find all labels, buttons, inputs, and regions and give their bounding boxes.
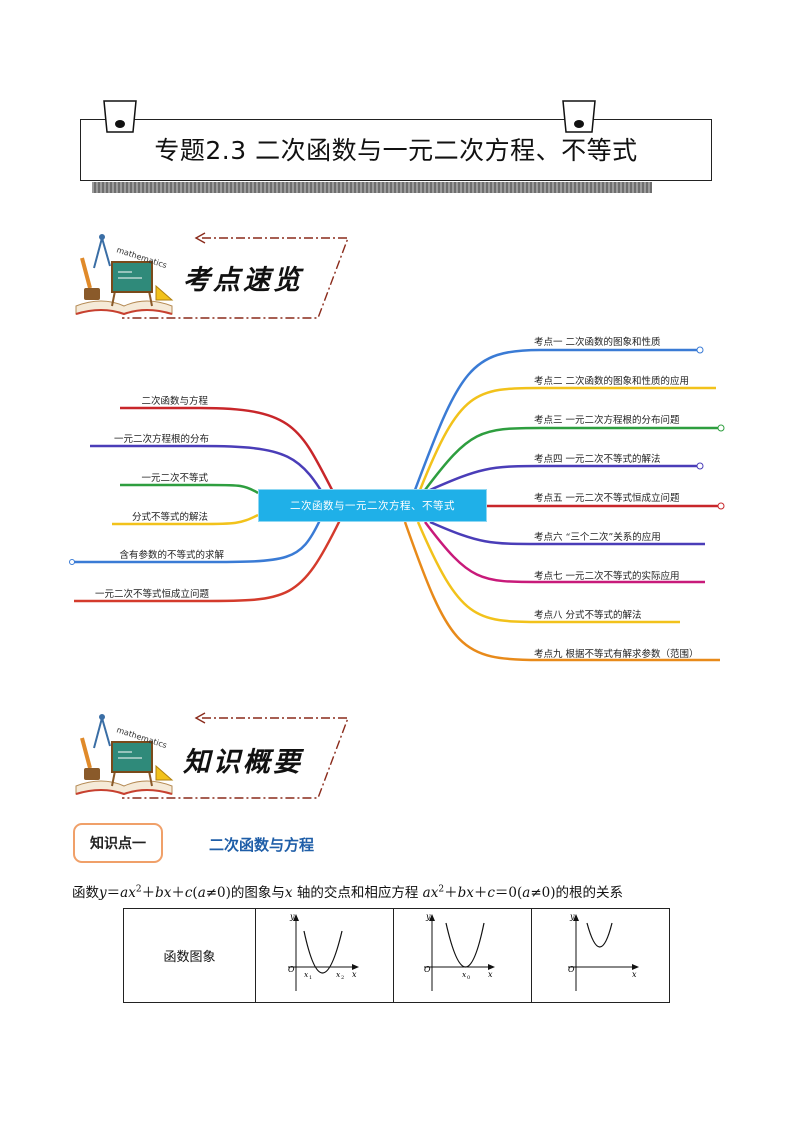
section-header-overview: mathematics: [75, 232, 350, 319]
section-header-knowledge: mathematics: [75, 712, 350, 799]
svg-text:x: x: [352, 970, 357, 979]
mindmap-left-item: 一元二次方程根的分布: [113, 434, 209, 445]
mindmap-right-item: 考点四 一元二次不等式的解法: [534, 454, 661, 465]
svg-text:O: O: [288, 965, 295, 974]
mindmap-right-item: 考点二 二次函数的图象和性质的应用: [534, 376, 690, 387]
mindmap-left-item: 分式不等式的解法: [131, 512, 208, 523]
graph-no-root: y O x: [531, 908, 670, 1003]
section-title-overview: 考点速览: [183, 265, 303, 296]
svg-text:y: y: [425, 912, 431, 921]
svg-text:1: 1: [309, 975, 312, 981]
svg-text:x: x: [462, 970, 467, 979]
mindmap-right-item: 考点九 根据不等式有解求参数（范围）: [534, 649, 699, 660]
svg-text:x: x: [304, 970, 309, 979]
knowledge-paragraph: 函数y＝ax2＋bx＋c(a≠0)的图象与x 轴的交点和相应方程 ax2＋bx＋…: [72, 884, 623, 902]
knowledge-point-heading: 二次函数与方程: [209, 836, 315, 854]
mindmap-left-item: 一元二次不等式恒成立问题: [94, 589, 209, 600]
svg-text:x: x: [488, 970, 493, 979]
mindmap-left-item: 含有参数的不等式的求解: [119, 550, 224, 561]
mindmap-right-item: 考点一 二次函数的图象和性质: [534, 337, 661, 348]
title-box: [80, 119, 712, 181]
pin-right-icon: [562, 100, 596, 133]
mindmap-right-item: 考点三 一元二次方程根的分布问题: [534, 415, 680, 426]
svg-text:O: O: [424, 965, 431, 974]
svg-text:0: 0: [467, 975, 470, 981]
mindmap-right-item: 考点五 一元二次不等式恒成立问题: [534, 493, 680, 504]
svg-text:O: O: [568, 965, 575, 974]
title-shadow: [92, 182, 652, 193]
svg-text:2: 2: [341, 975, 344, 981]
mindmap-center: 二次函数与一元二次方程、不等式: [258, 489, 487, 522]
pin-left-icon: [103, 100, 137, 133]
graph-two-roots: y O x 1 x 2 x: [255, 908, 394, 1003]
svg-text:x: x: [632, 970, 637, 979]
section-title-knowledge: 知识概要: [183, 747, 303, 778]
mindmap-branches: [69, 346, 725, 662]
row-label: 函数图象: [123, 908, 256, 1003]
graph-one-root: y O x 0 x: [393, 908, 532, 1003]
page-title: 专题2.3 二次函数与一元二次方程、不等式: [154, 136, 638, 165]
mindmap-right-item: 考点七 一元二次不等式的实际应用: [534, 571, 680, 582]
mindmap-left-item: 一元二次不等式: [141, 473, 208, 484]
svg-text:x: x: [336, 970, 341, 979]
mindmap-right-item: 考点六 “三个二次”关系的应用: [534, 532, 661, 543]
function-graph-table: 函数图象 y O x 1 x 2 x: [123, 908, 670, 1003]
mindmap-left-item: 二次函数与方程: [141, 396, 208, 407]
svg-text:y: y: [289, 912, 295, 921]
mindmap-right-item: 考点八 分式不等式的解法: [534, 610, 642, 621]
knowledge-point-badge: 知识点一: [73, 823, 163, 863]
svg-text:y: y: [569, 912, 575, 921]
